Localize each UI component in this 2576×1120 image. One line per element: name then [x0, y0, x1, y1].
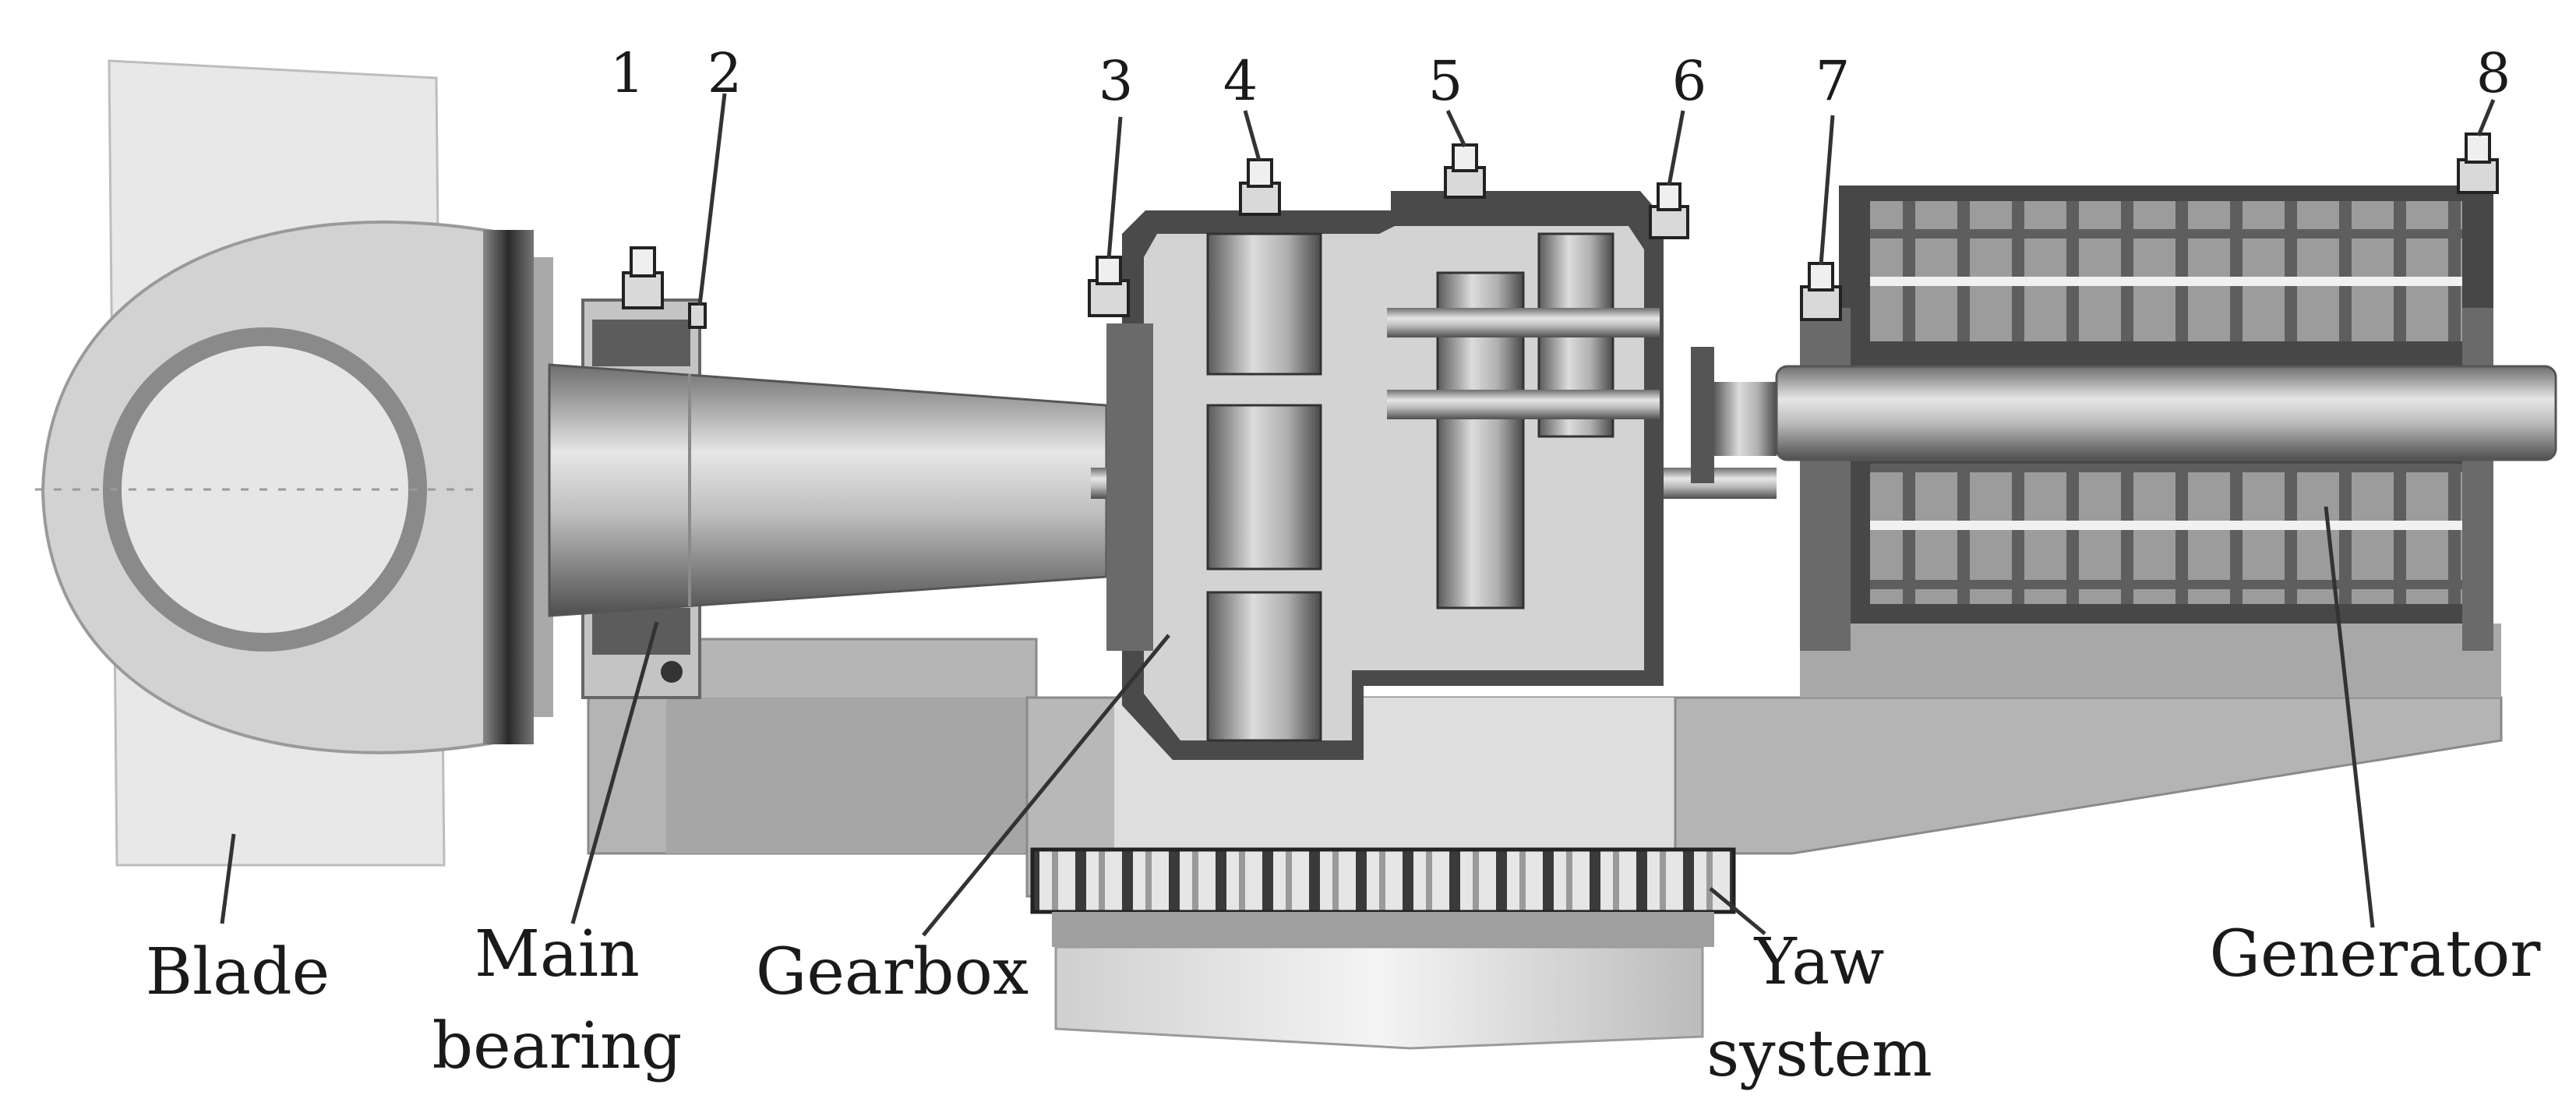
sensor-label-1: 1: [610, 41, 645, 105]
leader-main-bearing: [570, 621, 659, 924]
label-main-bearing-line1: Main: [475, 917, 640, 991]
sensor-6: [1649, 182, 1689, 239]
sensor-2: [688, 302, 707, 329]
sun-gear: [1206, 404, 1322, 571]
sensor-7: [1800, 262, 1842, 321]
gearbox: [1106, 191, 1664, 760]
leader-7: [1819, 115, 1835, 266]
generator-rotor-shaft: [1775, 365, 2557, 461]
label-blade: Blade: [146, 935, 330, 1009]
yaw-base-plate: [1052, 912, 1714, 947]
label-generator: Generator: [2210, 917, 2542, 991]
label-gearbox: Gearbox: [756, 935, 1029, 1009]
sensor-label-4: 4: [1223, 49, 1258, 113]
bearing-bolt: [661, 661, 683, 683]
sensor-label-3: 3: [1099, 49, 1134, 113]
sensor-label-7: 7: [1816, 49, 1851, 113]
sensor-number-labels: 1 2 3 4 5 6 7 8: [610, 41, 2511, 113]
component-labels: Blade Main bearing Gearbox Yaw system Ge…: [146, 917, 2541, 1091]
label-yaw-line2: system: [1706, 1017, 1932, 1091]
sensor-4: [1239, 158, 1281, 216]
sensor-label-8: 8: [2476, 41, 2511, 105]
yaw-gear-ring: [1030, 847, 1736, 914]
sensor-label-5: 5: [1428, 49, 1463, 113]
coupling: [1691, 347, 1777, 483]
generator: [1775, 185, 2557, 651]
generator-stator-top: [1870, 201, 2462, 341]
leader-3: [1106, 116, 1123, 260]
leader-4: [1243, 110, 1262, 161]
leader-yaw: [1709, 887, 1766, 935]
hub-flange: [483, 230, 553, 744]
label-yaw-line1: Yaw: [1754, 925, 1885, 999]
leader-lines: [220, 93, 2496, 937]
tower: [1054, 945, 1704, 1050]
sensor-label-6: 6: [1672, 49, 1707, 113]
leader-8: [2476, 99, 2496, 136]
leader-2: [697, 93, 727, 306]
blade: [35, 59, 500, 867]
sensor-label-2: 2: [708, 41, 743, 105]
leader-gearbox: [922, 634, 1170, 937]
sensor-5: [1444, 143, 1486, 199]
generator-stator-bottom: [1870, 464, 2462, 604]
label-main-bearing-line2: bearing: [432, 1009, 683, 1083]
planet-gear-bottom: [1206, 591, 1322, 742]
leader-blade: [220, 833, 236, 924]
sensor-8: [2457, 132, 2499, 194]
sensor-1: [622, 246, 664, 309]
leader-generator: [2324, 506, 2375, 928]
yaw-system: [1030, 847, 1736, 947]
leader-5: [1445, 109, 1467, 148]
planet-gear-top: [1206, 232, 1322, 376]
leader-6: [1667, 110, 1685, 186]
